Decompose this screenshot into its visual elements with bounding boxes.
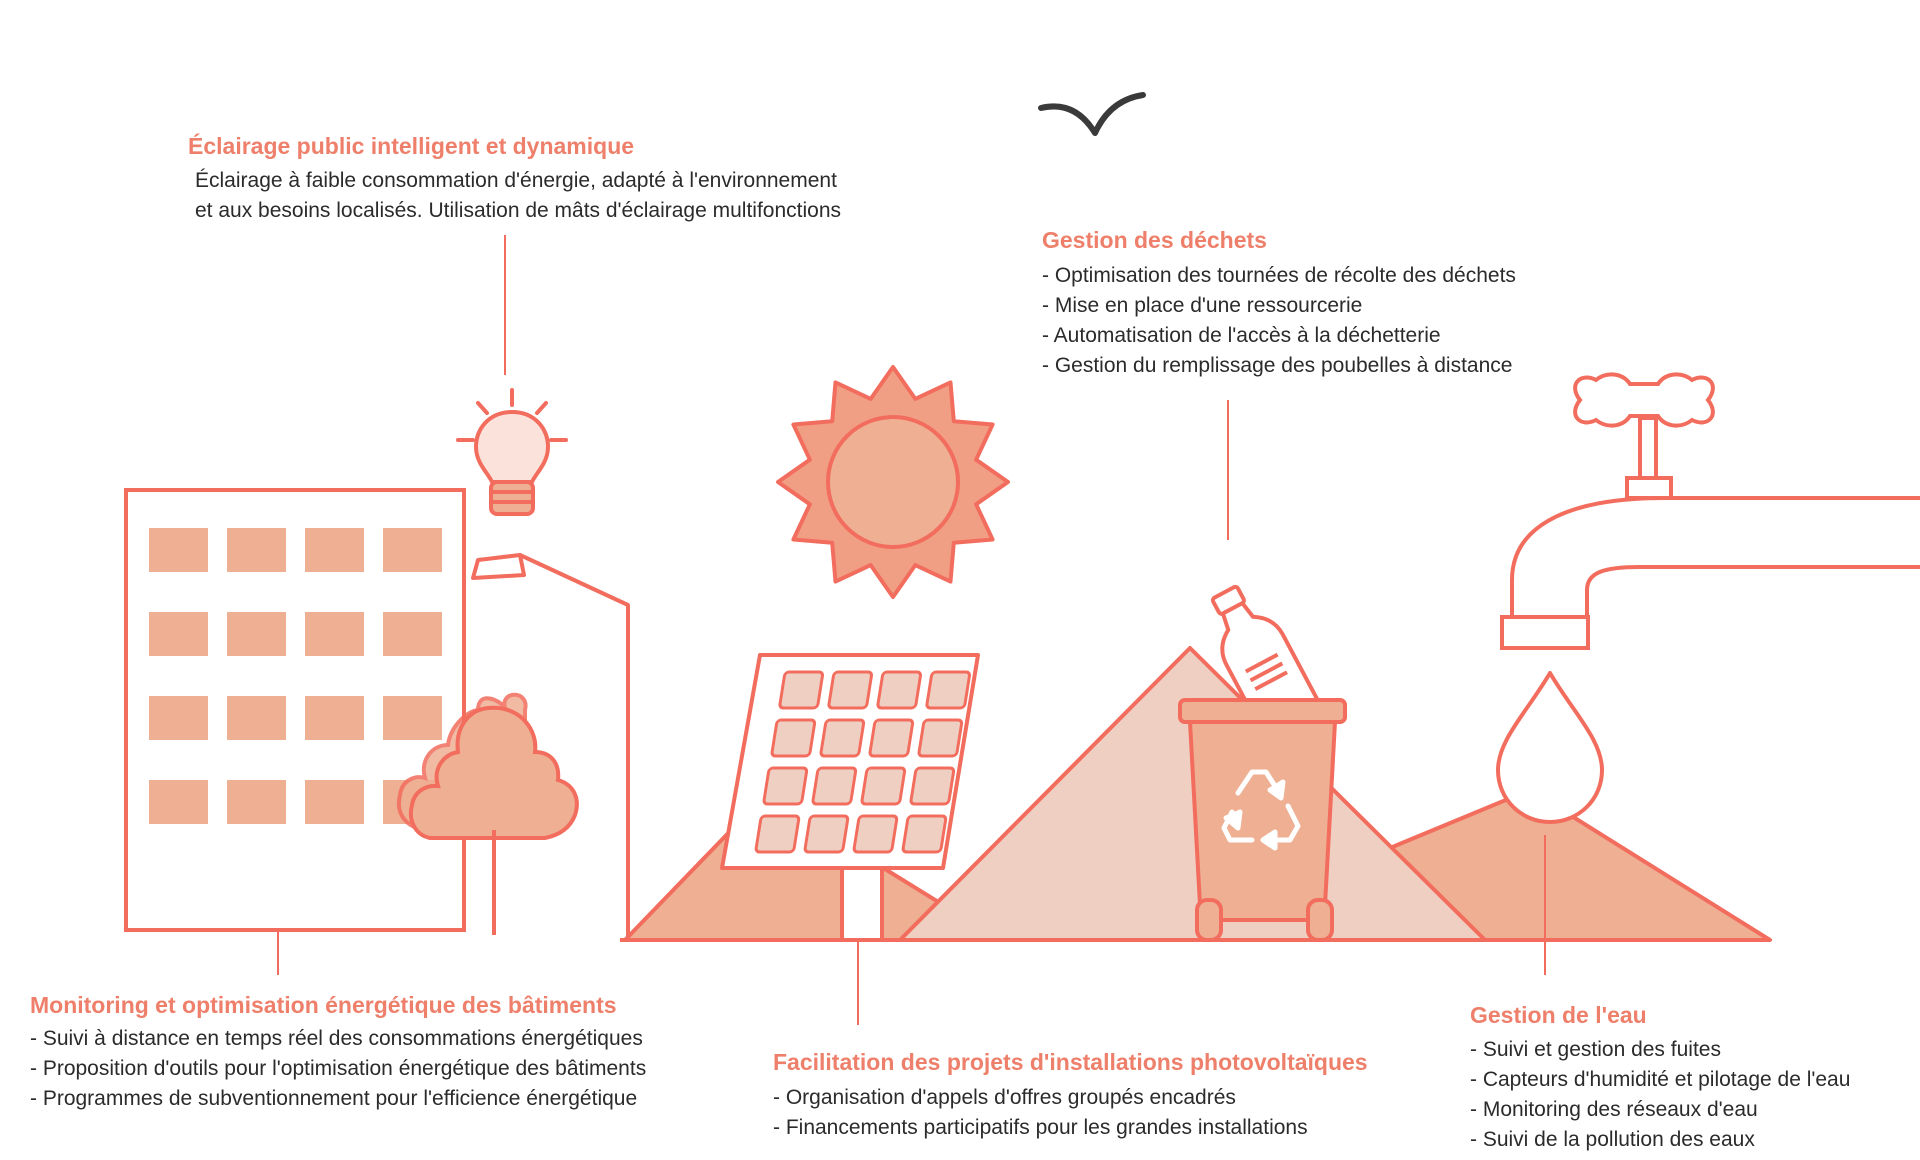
solar-cell bbox=[917, 718, 964, 758]
solar-cell bbox=[860, 766, 907, 806]
lighting-title: Éclairage public intelligent et dynamiqu… bbox=[188, 133, 635, 159]
water-block: Gestion de l'eau - Suivi et gestion des … bbox=[1470, 1000, 1850, 1155]
solar-cell bbox=[925, 670, 972, 710]
solar-cell bbox=[819, 718, 866, 758]
tree-icon bbox=[396, 692, 579, 935]
water-line: - Suivi et gestion des fuites bbox=[1470, 1038, 1721, 1061]
water-tap-icon bbox=[1500, 372, 1920, 650]
solar-cell bbox=[876, 670, 923, 710]
solar-block: Facilitation des projets d'installations… bbox=[773, 1047, 1368, 1143]
buildings-block: Monitoring et optimisation énergétique d… bbox=[30, 990, 646, 1114]
solar-cell bbox=[868, 718, 915, 758]
solar-cell bbox=[803, 814, 850, 854]
solar-cell bbox=[909, 766, 956, 806]
waste-line: - Automatisation de l'accès à la déchett… bbox=[1042, 324, 1441, 347]
solar-cell bbox=[762, 766, 809, 806]
waste-line: - Mise en place d'une ressourcerie bbox=[1042, 294, 1363, 317]
lighting-block: Éclairage public intelligent et dynamiqu… bbox=[188, 131, 841, 226]
water-drop-icon bbox=[1496, 671, 1604, 824]
buildings-line: - Proposition d'outils pour l'optimisati… bbox=[30, 1057, 647, 1080]
waste-line: - Gestion du remplissage des poubelles à… bbox=[1042, 354, 1513, 377]
solar-cell bbox=[827, 670, 874, 710]
waste-text: - Optimisation des tournées de récolte d… bbox=[1042, 261, 1516, 381]
waste-title: Gestion des déchets bbox=[1042, 227, 1267, 253]
solar-title: Facilitation des projets d'installations… bbox=[773, 1049, 1368, 1075]
solar-cell bbox=[754, 814, 801, 854]
solar-cell bbox=[901, 814, 948, 854]
buildings-line: - Suivi à distance en temps réel des con… bbox=[30, 1027, 643, 1050]
building-icon bbox=[124, 488, 466, 932]
water-line: - Monitoring des réseaux d'eau bbox=[1470, 1098, 1758, 1121]
lighting-line: et aux besoins localisés. Utilisation de… bbox=[195, 199, 841, 222]
waste-block: Gestion des déchets - Optimisation des t… bbox=[1042, 225, 1516, 381]
solar-line: - Organisation d'appels d'offres groupés… bbox=[773, 1086, 1236, 1109]
lighting-text: Éclairage à faible consommation d'énergi… bbox=[195, 166, 841, 226]
solar-text: - Organisation d'appels d'offres groupés… bbox=[773, 1083, 1368, 1143]
solar-line: - Financements participatifs pour les gr… bbox=[773, 1116, 1308, 1139]
recycling-bin-icon bbox=[1178, 698, 1347, 942]
buildings-text: - Suivi à distance en temps réel des con… bbox=[30, 1024, 646, 1114]
solar-cell bbox=[770, 718, 817, 758]
light-bulb-icon bbox=[456, 388, 568, 516]
water-text: - Suivi et gestion des fuites - Capteurs… bbox=[1470, 1035, 1850, 1155]
sun-icon bbox=[776, 365, 1010, 599]
water-line: - Capteurs d'humidité et pilotage de l'e… bbox=[1470, 1068, 1851, 1091]
street-lamp-icon bbox=[471, 553, 640, 942]
buildings-title: Monitoring et optimisation énergétique d… bbox=[30, 992, 617, 1018]
buildings-line: - Programmes de subventionnement pour l'… bbox=[30, 1087, 638, 1110]
water-line: - Suivi de la pollution des eaux bbox=[1470, 1128, 1755, 1151]
bird-icon bbox=[1038, 92, 1146, 136]
solar-panel-icon bbox=[720, 653, 980, 942]
water-title: Gestion de l'eau bbox=[1470, 1002, 1647, 1028]
lighting-line: Éclairage à faible consommation d'énergi… bbox=[195, 169, 837, 192]
solar-cell bbox=[778, 670, 825, 710]
solar-cell bbox=[811, 766, 858, 806]
solar-cell bbox=[852, 814, 899, 854]
waste-line: - Optimisation des tournées de récolte d… bbox=[1042, 264, 1516, 287]
